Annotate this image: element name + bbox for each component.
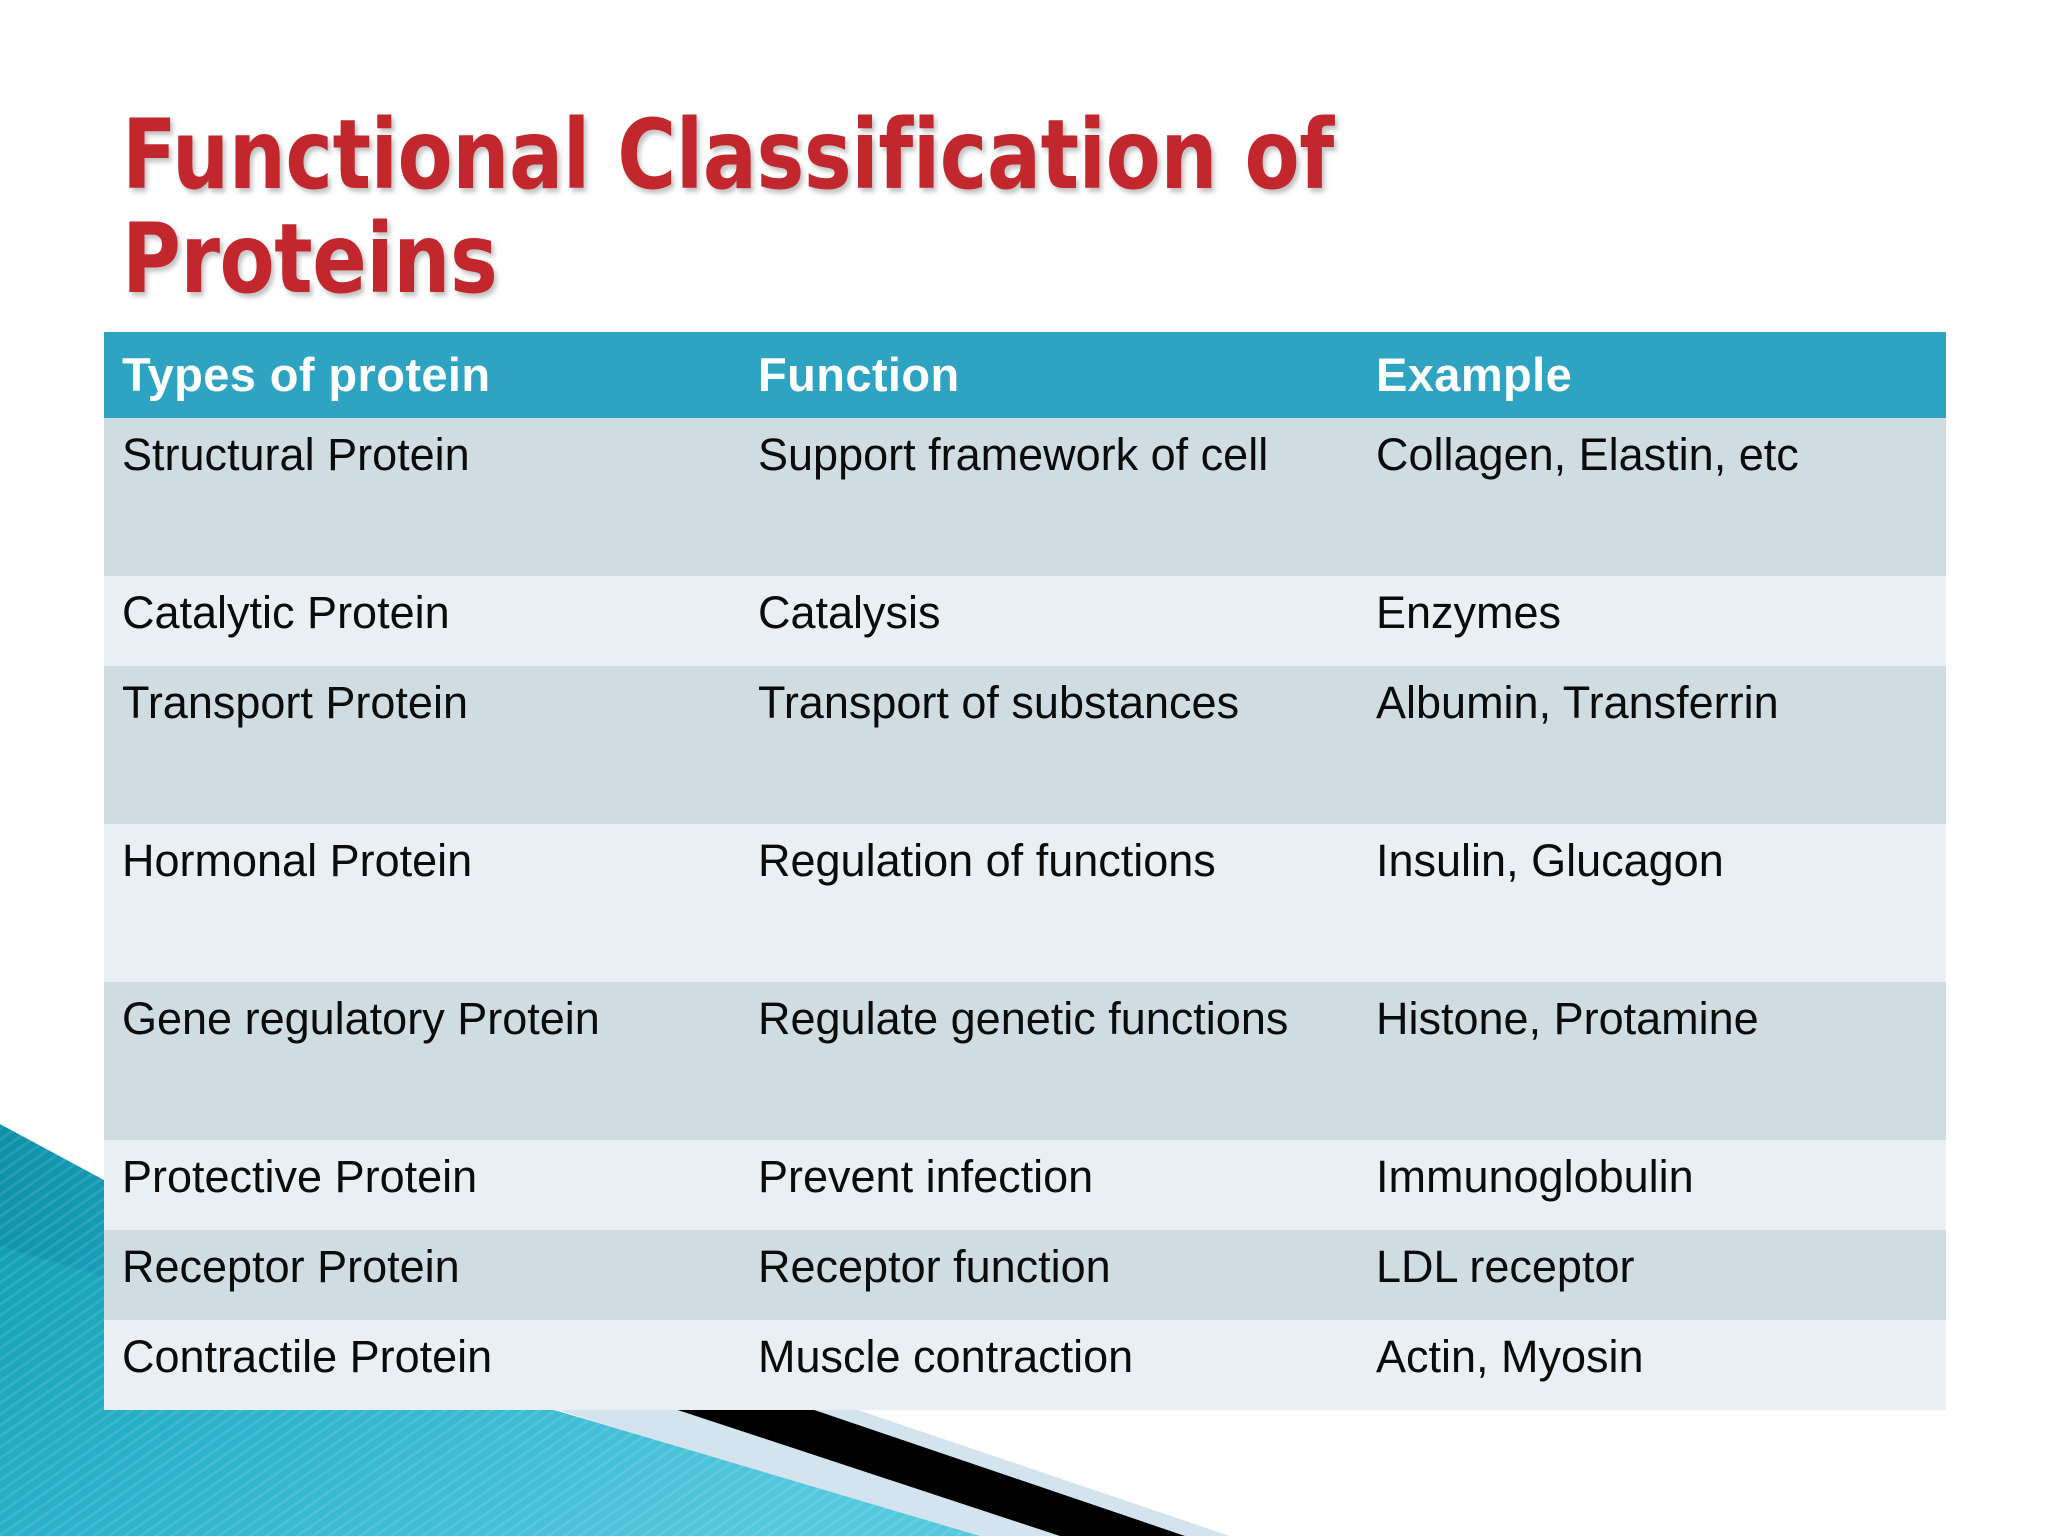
cell-protein-example: Collagen, Elastin, etc: [1358, 418, 1946, 576]
cell-protein-type: Protective Protein: [104, 1140, 740, 1230]
table-row: Structural Protein Support framework of …: [104, 418, 1946, 576]
cell-protein-type: Hormonal Protein: [104, 824, 740, 982]
cell-protein-function: Regulate genetic functions: [740, 982, 1358, 1140]
cell-protein-type: Gene regulatory Protein: [104, 982, 740, 1140]
cell-protein-function: Regulation of functions: [740, 824, 1358, 982]
protein-classification-table-container: Types of protein Function Example Struct…: [104, 332, 1946, 1410]
table-row: Catalytic Protein Catalysis Enzymes: [104, 576, 1946, 666]
cell-protein-function: Support framework of cell: [740, 418, 1358, 576]
column-header-example: Example: [1358, 332, 1946, 418]
cell-protein-type: Transport Protein: [104, 666, 740, 824]
cell-protein-example: Enzymes: [1358, 576, 1946, 666]
cell-protein-function: Receptor function: [740, 1230, 1358, 1320]
table-row: Contractile Protein Muscle contraction A…: [104, 1320, 1946, 1410]
table-row: Transport Protein Transport of substance…: [104, 666, 1946, 824]
cell-protein-example: Insulin, Glucagon: [1358, 824, 1946, 982]
cell-protein-function: Transport of substances: [740, 666, 1358, 824]
cell-protein-function: Catalysis: [740, 576, 1358, 666]
cell-protein-function: Muscle contraction: [740, 1320, 1358, 1410]
cell-protein-example: Immunoglobulin: [1358, 1140, 1946, 1230]
cell-protein-type: Structural Protein: [104, 418, 740, 576]
cell-protein-type: Contractile Protein: [104, 1320, 740, 1410]
table-row: Protective Protein Prevent infection Imm…: [104, 1140, 1946, 1230]
table-header: Types of protein Function Example: [104, 332, 1946, 418]
cell-protein-type: Catalytic Protein: [104, 576, 740, 666]
page-title: Functional Classification of Proteins: [122, 99, 1334, 315]
table-row: Hormonal Protein Regulation of functions…: [104, 824, 1946, 982]
cell-protein-example: Histone, Protamine: [1358, 982, 1946, 1140]
table-body: Structural Protein Support framework of …: [104, 418, 1946, 1410]
protein-classification-table: Types of protein Function Example Struct…: [104, 332, 1946, 1410]
column-header-types: Types of protein: [104, 332, 740, 418]
cell-protein-type: Receptor Protein: [104, 1230, 740, 1320]
table-row: Gene regulatory Protein Regulate genetic…: [104, 982, 1946, 1140]
cell-protein-example: Albumin, Transferrin: [1358, 666, 1946, 824]
cell-protein-function: Prevent infection: [740, 1140, 1358, 1230]
column-header-function: Function: [740, 332, 1358, 418]
cell-protein-example: LDL receptor: [1358, 1230, 1946, 1320]
table-header-row: Types of protein Function Example: [104, 332, 1946, 418]
cell-protein-example: Actin, Myosin: [1358, 1320, 1946, 1410]
table-row: Receptor Protein Receptor function LDL r…: [104, 1230, 1946, 1320]
